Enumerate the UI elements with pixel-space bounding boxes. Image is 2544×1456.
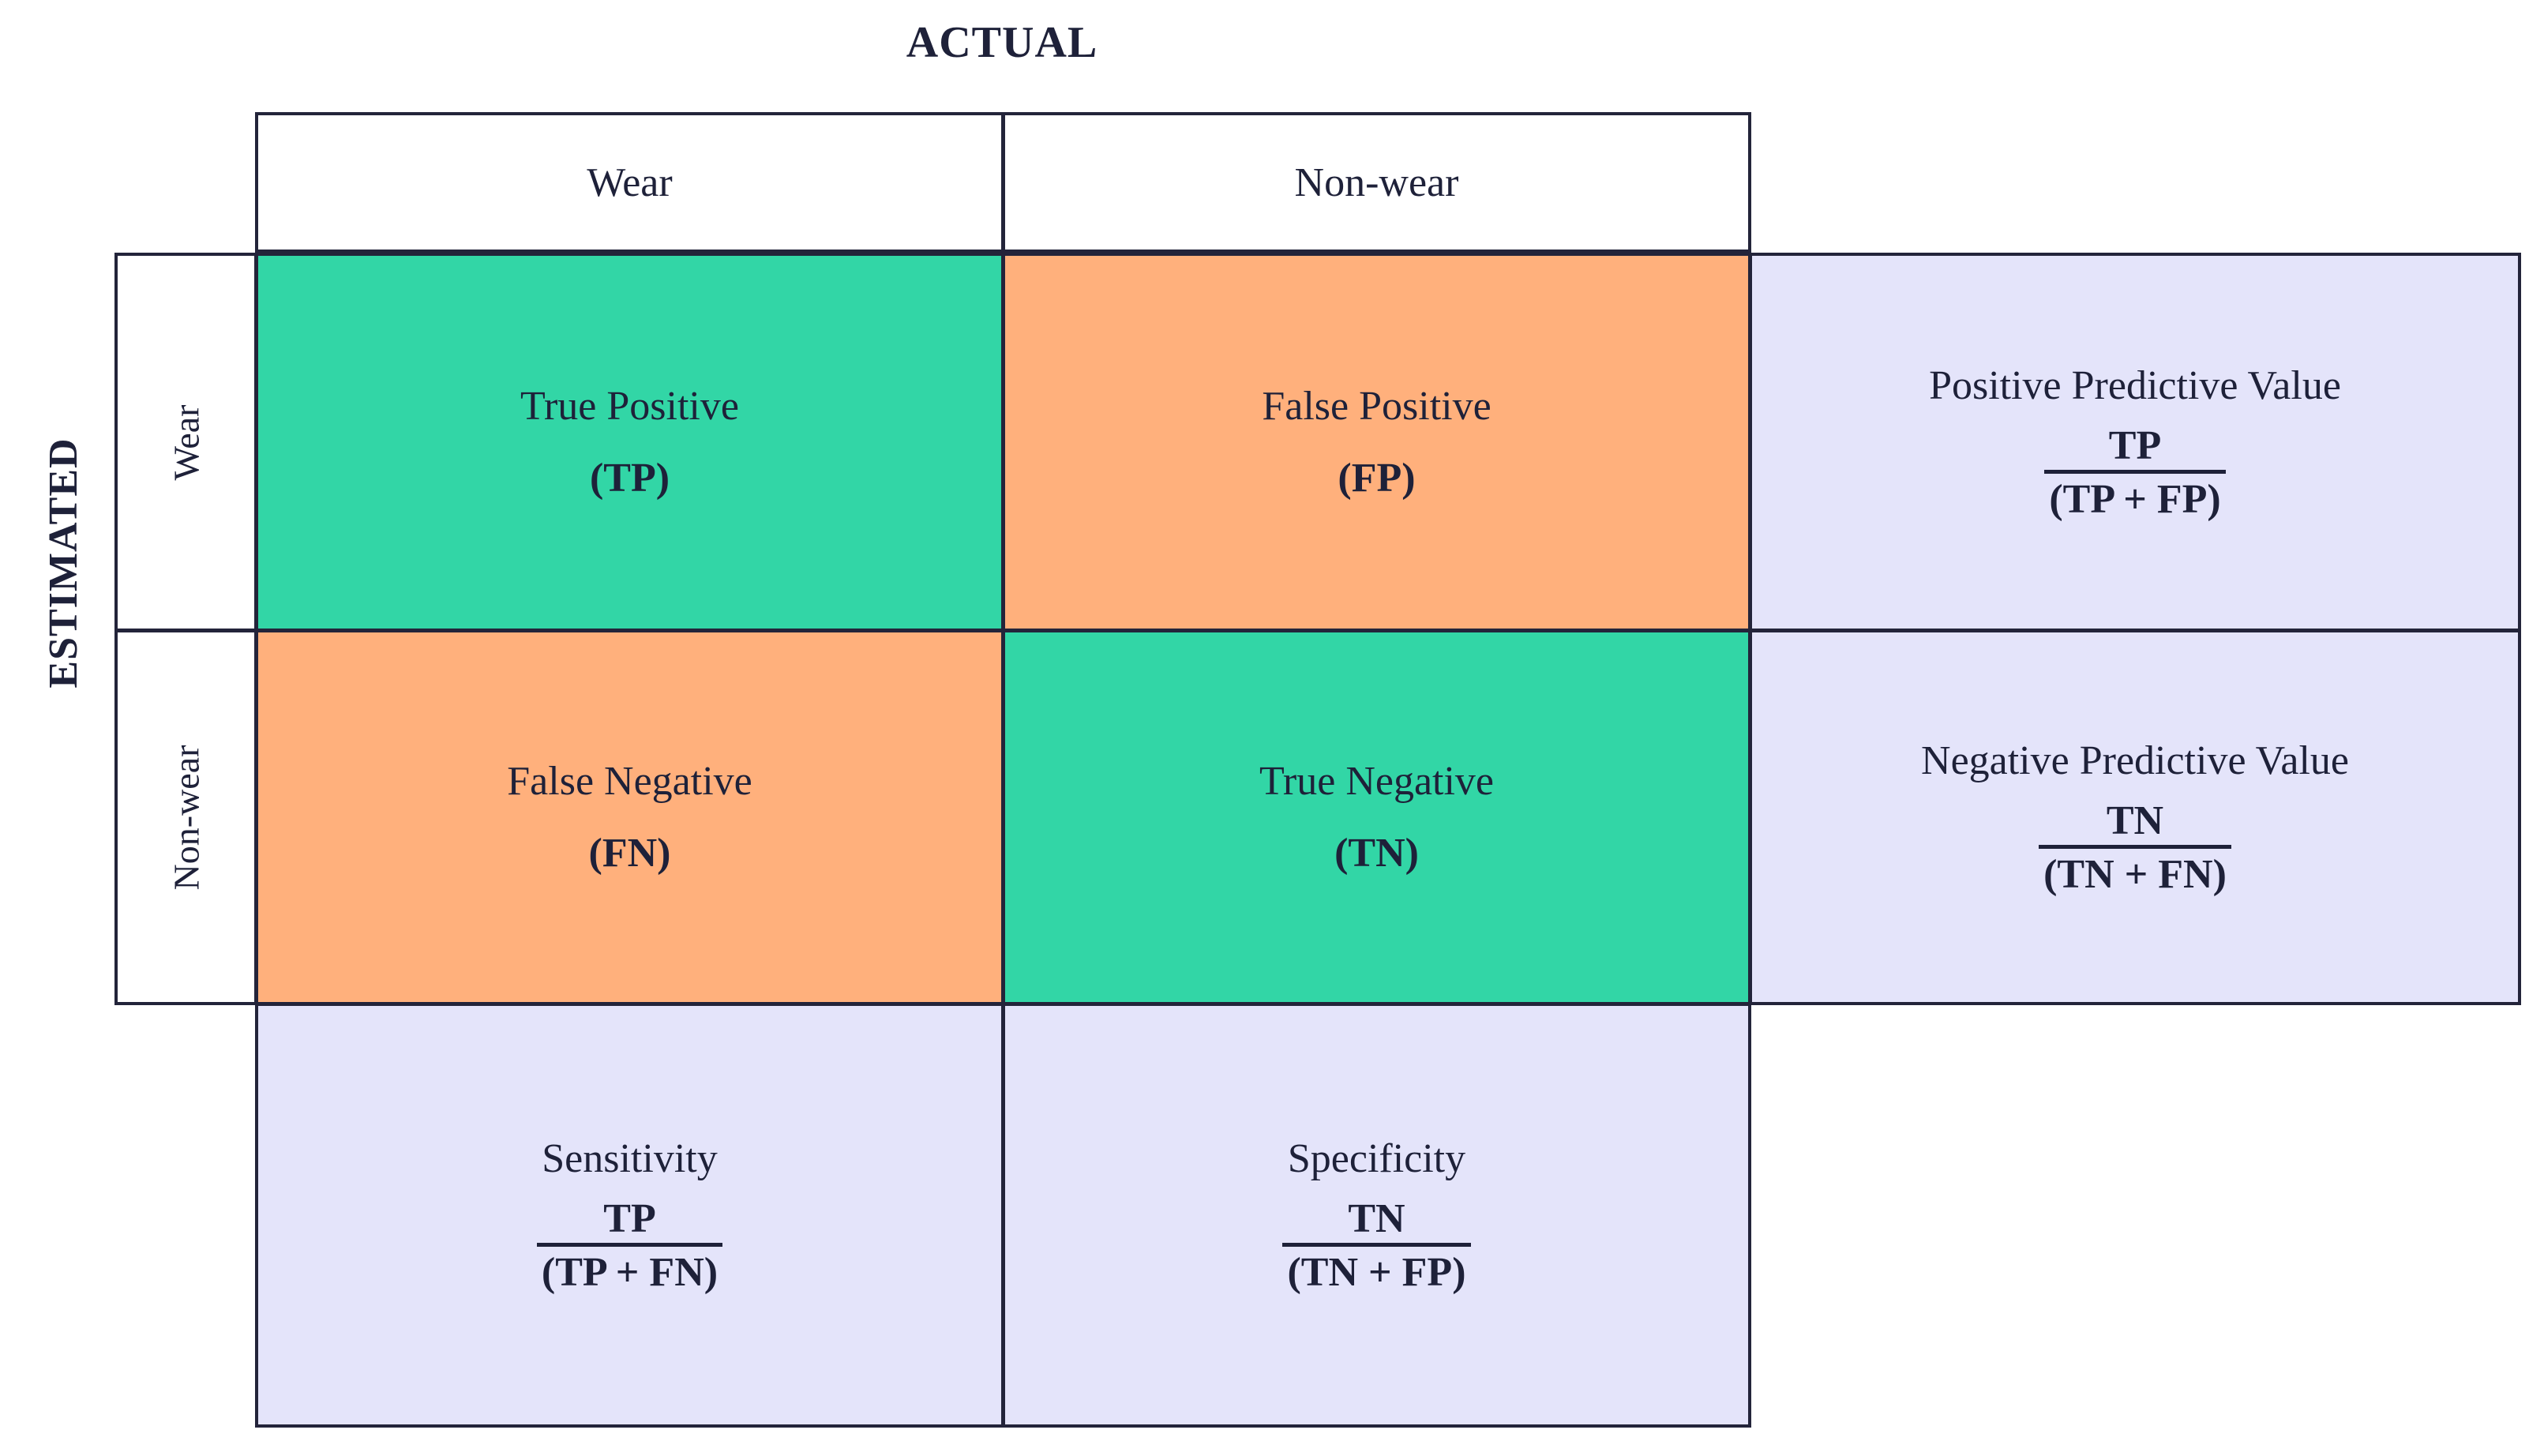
cell-sensitivity: Sensitivity TP (TP + FN) <box>255 1003 1004 1428</box>
specificity-title: Specificity <box>1287 1135 1466 1181</box>
ppv-numerator: TP <box>2108 422 2162 468</box>
row-header-wear: Wear <box>114 253 257 632</box>
npv-numerator: TN <box>2106 797 2164 843</box>
column-header-non-wear-label: Non-wear <box>1294 159 1459 205</box>
actual-axis-title: ACTUAL <box>906 18 1098 67</box>
specificity-numerator: TN <box>1348 1195 1405 1241</box>
row-header-non-wear: Non-wear <box>114 629 257 1005</box>
ppv-denominator: (TP + FP) <box>2044 470 2226 522</box>
true-positive-label: True Positive <box>520 383 739 429</box>
cell-false-negative: False Negative (FN) <box>255 629 1004 1005</box>
true-positive-abbr: (TP) <box>589 456 670 501</box>
npv-formula: TN (TN + FN) <box>2039 798 2231 897</box>
column-header-wear-label: Wear <box>587 159 673 205</box>
row-header-wear-label: Wear <box>165 404 206 480</box>
specificity-formula: TN (TN + FP) <box>1282 1195 1471 1295</box>
column-header-wear: Wear <box>255 112 1004 253</box>
cell-false-positive: False Positive (FP) <box>1002 253 1751 632</box>
false-positive-label: False Positive <box>1262 383 1492 429</box>
row-header-non-wear-label: Non-wear <box>166 745 207 890</box>
true-negative-abbr: (TN) <box>1334 831 1419 876</box>
false-negative-abbr: (FN) <box>588 831 671 876</box>
sensitivity-title: Sensitivity <box>542 1135 718 1181</box>
true-negative-label: True Negative <box>1259 758 1495 804</box>
npv-title: Negative Predictive Value <box>1921 737 2349 783</box>
cell-specificity: Specificity TN (TN + FP) <box>1002 1003 1751 1428</box>
cell-true-negative: True Negative (TN) <box>1002 629 1751 1005</box>
sensitivity-formula: TP (TP + FN) <box>536 1195 723 1295</box>
ppv-title: Positive Predictive Value <box>1929 362 2341 408</box>
false-positive-abbr: (FP) <box>1338 456 1416 501</box>
sensitivity-numerator: TP <box>603 1195 656 1241</box>
specificity-denominator: (TN + FP) <box>1282 1243 1471 1295</box>
npv-denominator: (TN + FN) <box>2039 845 2231 897</box>
false-negative-label: False Negative <box>507 758 752 804</box>
cell-true-positive: True Positive (TP) <box>255 253 1004 632</box>
cell-positive-predictive-value: Positive Predictive Value TP (TP + FP) <box>1749 253 2521 632</box>
cell-negative-predictive-value: Negative Predictive Value TN (TN + FN) <box>1749 629 2521 1005</box>
estimated-axis-title: ESTIMATED <box>40 437 86 689</box>
ppv-formula: TP (TP + FP) <box>2044 422 2226 522</box>
sensitivity-denominator: (TP + FN) <box>536 1243 723 1295</box>
column-header-non-wear: Non-wear <box>1002 112 1751 253</box>
